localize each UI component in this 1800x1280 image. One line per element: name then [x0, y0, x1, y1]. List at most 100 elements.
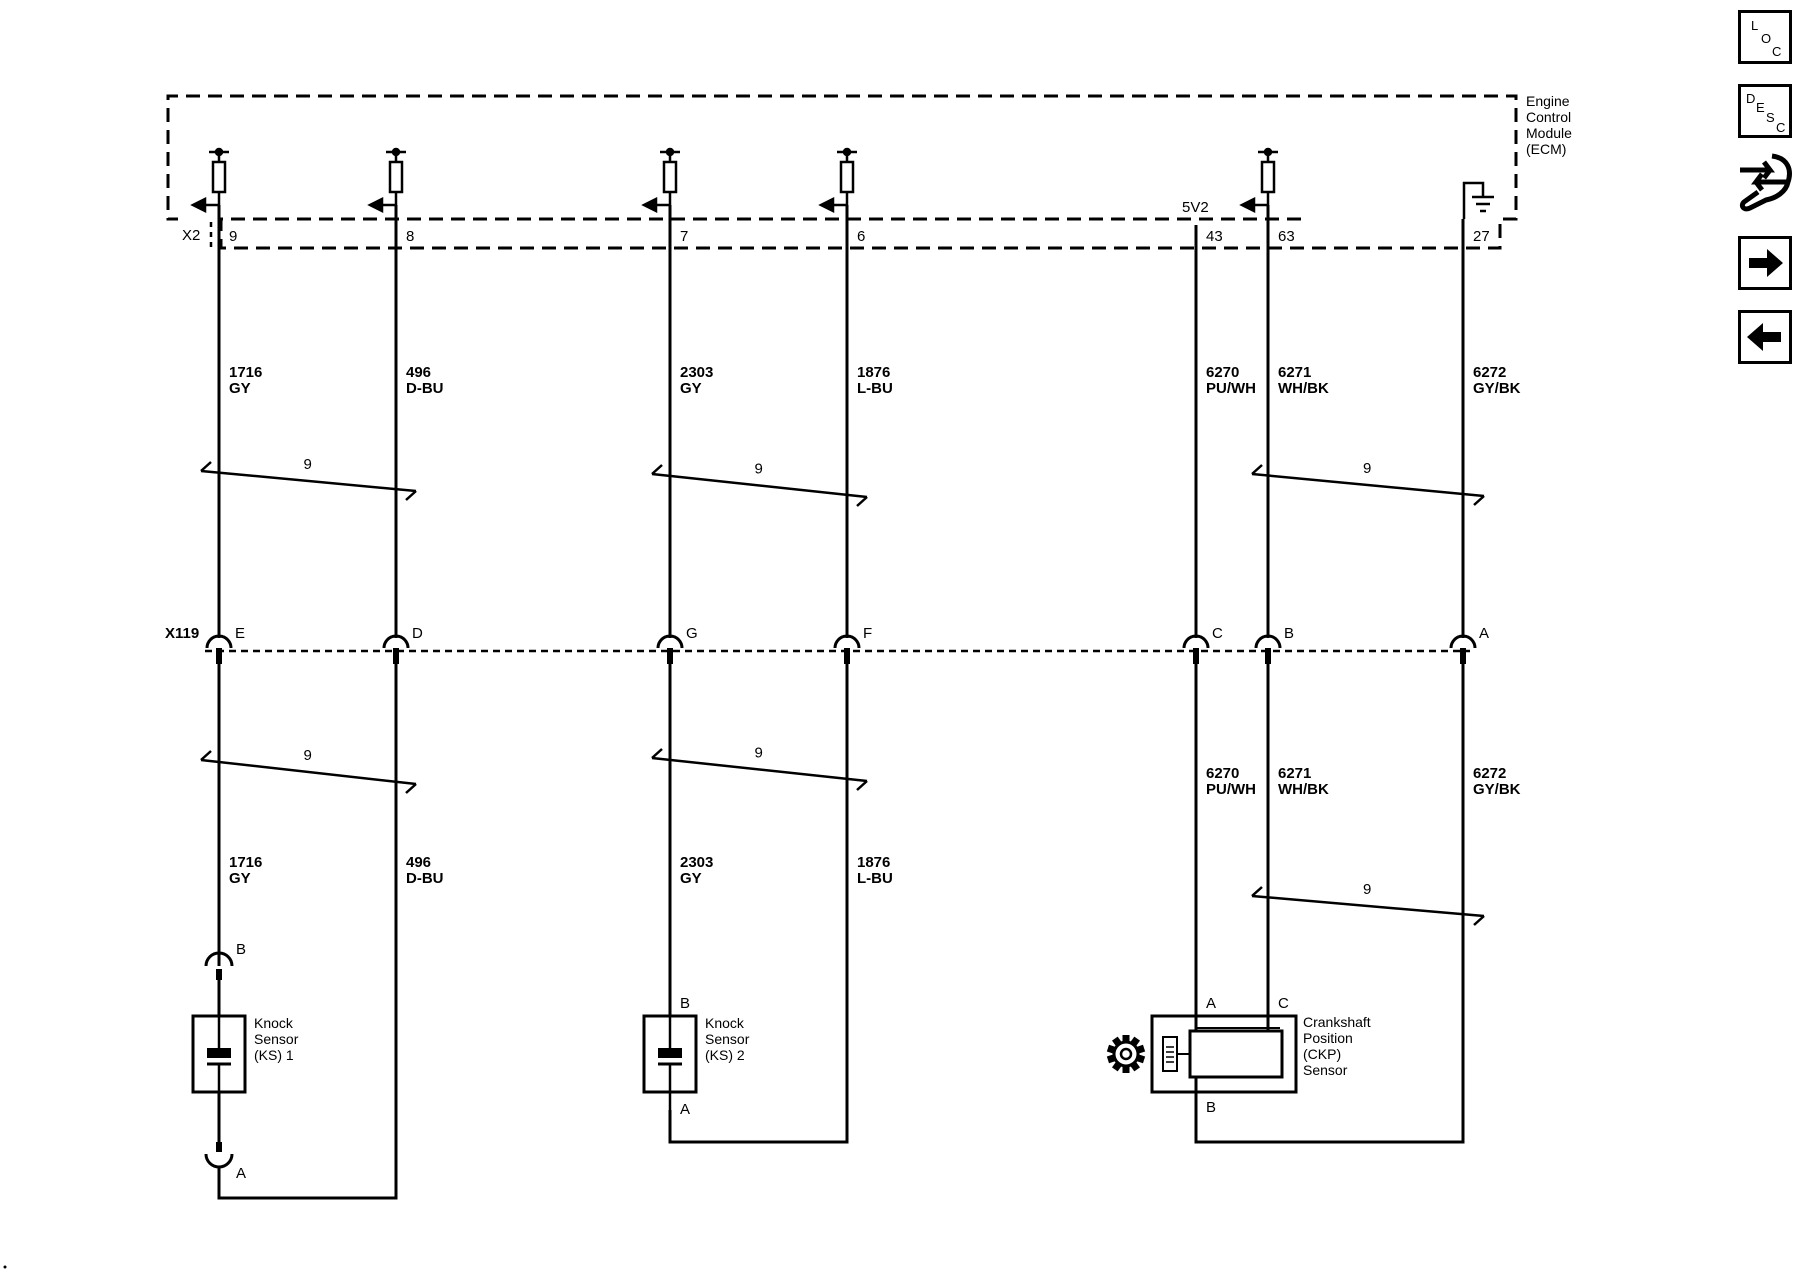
x119-pin-letter: A — [1479, 625, 1489, 642]
twist-label: 9 — [755, 745, 763, 762]
ckp-name-4: Sensor — [1303, 1062, 1348, 1078]
twisted-pair-marker — [200, 750, 417, 794]
circuit-number-lower: 1716 — [229, 854, 262, 871]
circuit-number-upper: 496 — [406, 364, 431, 381]
circuit-number-lower: 6271 — [1278, 765, 1311, 782]
twisted-pair-marker — [1251, 886, 1485, 926]
circuit-color-lower: GY — [229, 870, 251, 887]
ecm-pin-label: 7 — [680, 228, 688, 245]
description-button-e: E — [1756, 100, 1765, 115]
stray-mark — [3, 1265, 7, 1269]
arrow-left-icon — [1747, 323, 1781, 351]
x119-pin-letter: F — [863, 625, 872, 642]
description-button[interactable]: D E S C — [1738, 84, 1792, 138]
circuit-number-upper: 1876 — [857, 364, 890, 381]
twist-label: 9 — [304, 456, 312, 473]
ecm-supply-label: 5V2 — [1182, 199, 1209, 216]
circuit-color-upper: WH/BK — [1278, 380, 1329, 397]
circuit-number-upper: 6271 — [1278, 364, 1311, 381]
ecm-pin-label: 6 — [857, 228, 865, 245]
x119-pin-socket — [1449, 634, 1477, 649]
resistor-icon — [1239, 147, 1278, 214]
resistor-icon — [641, 147, 680, 214]
ecm-title-line-4: (ECM) — [1526, 141, 1566, 157]
location-button-o: O — [1761, 31, 1772, 46]
knock-sensor-2-name-1: Knock — [705, 1015, 745, 1031]
circuit-color-upper: GY — [229, 380, 251, 397]
circuit-color-lower: WH/BK — [1278, 781, 1329, 798]
ecm-title-line-2: Control — [1526, 109, 1571, 125]
ecm-internal-resistors — [190, 147, 1278, 214]
x119-pin-socket — [833, 634, 861, 649]
knock-sensor-1-name-2: Sensor — [254, 1031, 299, 1047]
ecm-title-line-3: Module — [1526, 125, 1572, 141]
twisted-pair-marker — [651, 464, 868, 507]
location-button[interactable]: L O C — [1738, 10, 1792, 64]
x119-pin-socket — [656, 634, 684, 649]
location-button-c: C — [1772, 44, 1782, 59]
connector-end-view-button[interactable] — [1736, 152, 1794, 218]
circuit-number-lower: 2303 — [680, 854, 713, 871]
resistor-icon — [818, 147, 857, 214]
knock-sensor-1 — [191, 951, 247, 1182]
circuit-color-upper: GY — [680, 380, 702, 397]
ckp-name-2: Position — [1303, 1030, 1353, 1046]
knock-sensor-2 — [642, 1014, 698, 1110]
ecm-pin-label: 63 — [1278, 228, 1295, 245]
twist-label: 9 — [1363, 881, 1371, 898]
circuit-number-upper: 6270 — [1206, 364, 1239, 381]
knock-sensor-2-name-2: Sensor — [705, 1031, 750, 1047]
twisted-pair-marker — [1251, 464, 1485, 506]
twisted-pair-marker — [651, 748, 868, 791]
arrow-right-icon — [1749, 249, 1783, 277]
ckp-pin-a: A — [1206, 995, 1216, 1012]
gear-icon — [1106, 1035, 1146, 1073]
ckp-pin-b: B — [1206, 1099, 1216, 1116]
circuit-number-lower: 1876 — [857, 854, 890, 871]
ground-icon — [1462, 181, 1494, 219]
previous-page-button[interactable] — [1738, 310, 1792, 364]
ecm-pin-label: 27 — [1473, 228, 1490, 245]
circuit-number-lower: 496 — [406, 854, 431, 871]
next-page-button[interactable] — [1738, 236, 1792, 290]
knock-sensor-1-pin-a: A — [236, 1165, 246, 1182]
circuit-number-upper: 6272 — [1473, 364, 1506, 381]
ckp-name-1: Crankshaft — [1303, 1014, 1371, 1030]
x119-pin-socket — [1182, 634, 1210, 649]
ecm-pin-label: 9 — [229, 228, 237, 245]
x119-pin-letter: B — [1284, 625, 1294, 642]
wire-labels: 91716GY1716GY8496D-BU496D-BU72303GY2303G… — [229, 228, 1521, 887]
circuit-number-lower: 6272 — [1473, 765, 1506, 782]
ecm-pin-label: 8 — [406, 228, 414, 245]
description-button-c: C — [1776, 120, 1786, 135]
circuit-number-upper: 2303 — [680, 364, 713, 381]
x119-pin-letter: G — [686, 625, 698, 642]
description-button-d: D — [1746, 91, 1756, 106]
ckp-sensor — [1150, 1014, 1298, 1094]
bottom-loops — [217, 651, 1465, 1200]
resistor-icon — [190, 147, 229, 214]
knock-sensor-1-name-1: Knock — [254, 1015, 294, 1031]
x119-pin-letter: C — [1212, 625, 1223, 642]
twist-label: 9 — [304, 747, 312, 764]
twist-label: 9 — [1363, 460, 1371, 477]
circuit-color-lower: GY/BK — [1473, 781, 1521, 798]
x119-pin-socket — [382, 634, 410, 649]
resistor-icon — [367, 147, 406, 214]
twisted-pair-marker — [200, 461, 417, 501]
knock-sensor-1-name-3: (KS) 1 — [254, 1047, 294, 1063]
circuit-color-upper: D-BU — [406, 380, 444, 397]
ckp-name-3: (CKP) — [1303, 1046, 1341, 1062]
ecm-pin-label: 43 — [1206, 228, 1223, 245]
circuit-number-lower: 6270 — [1206, 765, 1239, 782]
circuit-color-lower: PU/WH — [1206, 781, 1256, 798]
x119-pin-socket — [205, 634, 233, 649]
knock-sensor-2-name-3: (KS) 2 — [705, 1047, 745, 1063]
ckp-pin-c: C — [1278, 995, 1289, 1012]
circuit-color-upper: PU/WH — [1206, 380, 1256, 397]
circuit-color-upper: GY/BK — [1473, 380, 1521, 397]
circuit-color-lower: L-BU — [857, 870, 893, 887]
x119-pin-letter: E — [235, 625, 245, 642]
